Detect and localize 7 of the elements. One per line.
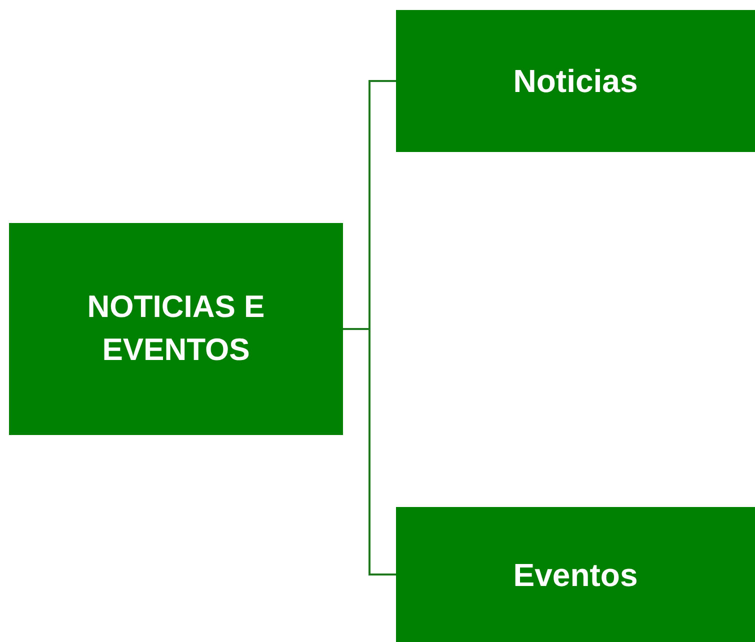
process-box bbox=[396, 10, 755, 152]
connector-line bbox=[343, 328, 396, 576]
box-label: Noticias bbox=[513, 62, 638, 101]
box-label: NOTICIAS E EVENTOS bbox=[86, 288, 266, 369]
process-box bbox=[396, 507, 755, 642]
box-label: Eventos bbox=[513, 556, 638, 594]
process-box bbox=[9, 223, 343, 435]
